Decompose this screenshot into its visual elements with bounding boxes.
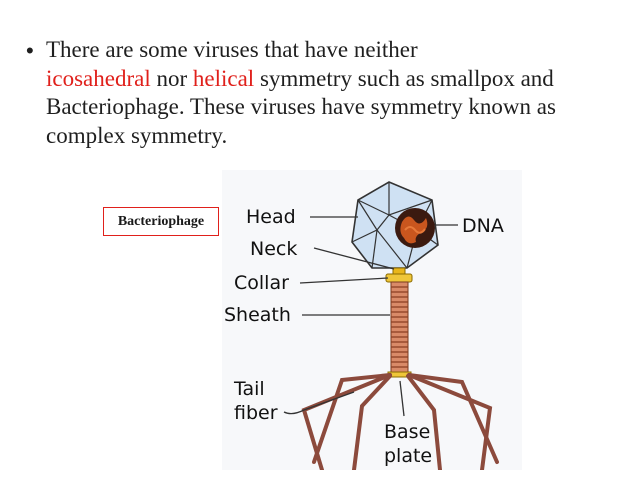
bullet-dot-icon: • — [26, 38, 34, 63]
highlight-icosahedral: icosahedral — [46, 65, 151, 91]
label-head: Head — [246, 206, 296, 228]
bacteriophage-tag-label: Bacteriophage — [117, 213, 205, 229]
bullet-text-part: symmetry such as smallpox and Bacterioph… — [46, 65, 556, 148]
bullet-text: There are some viruses that have neither… — [46, 36, 626, 150]
bullet-text-part: nor — [156, 65, 188, 91]
leader-lines — [283, 216, 458, 417]
label-tail: Tail — [233, 378, 265, 400]
label-fiber: fiber — [234, 402, 278, 424]
bullet-point: • There are some viruses that have neith… — [26, 36, 626, 150]
label-base: Base — [384, 421, 430, 443]
bullet-text-part: There are some viruses that have neither — [46, 37, 418, 62]
label-collar: Collar — [234, 272, 289, 294]
sheath — [390, 281, 409, 373]
tail-fibers — [301, 373, 499, 470]
label-dna: DNA — [462, 215, 504, 237]
collar — [385, 273, 413, 283]
bacteriophage-tag: Bacteriophage — [103, 207, 219, 236]
highlight-helical: helical — [192, 65, 255, 91]
neck — [392, 267, 406, 275]
label-plate: plate — [384, 445, 432, 467]
label-sheath: Sheath — [224, 304, 291, 326]
label-neck: Neck — [250, 238, 297, 260]
dna-icon — [395, 208, 435, 248]
bacteriophage-diagram: Head Neck Collar Sheath Tail fiber DNA B… — [222, 170, 522, 470]
